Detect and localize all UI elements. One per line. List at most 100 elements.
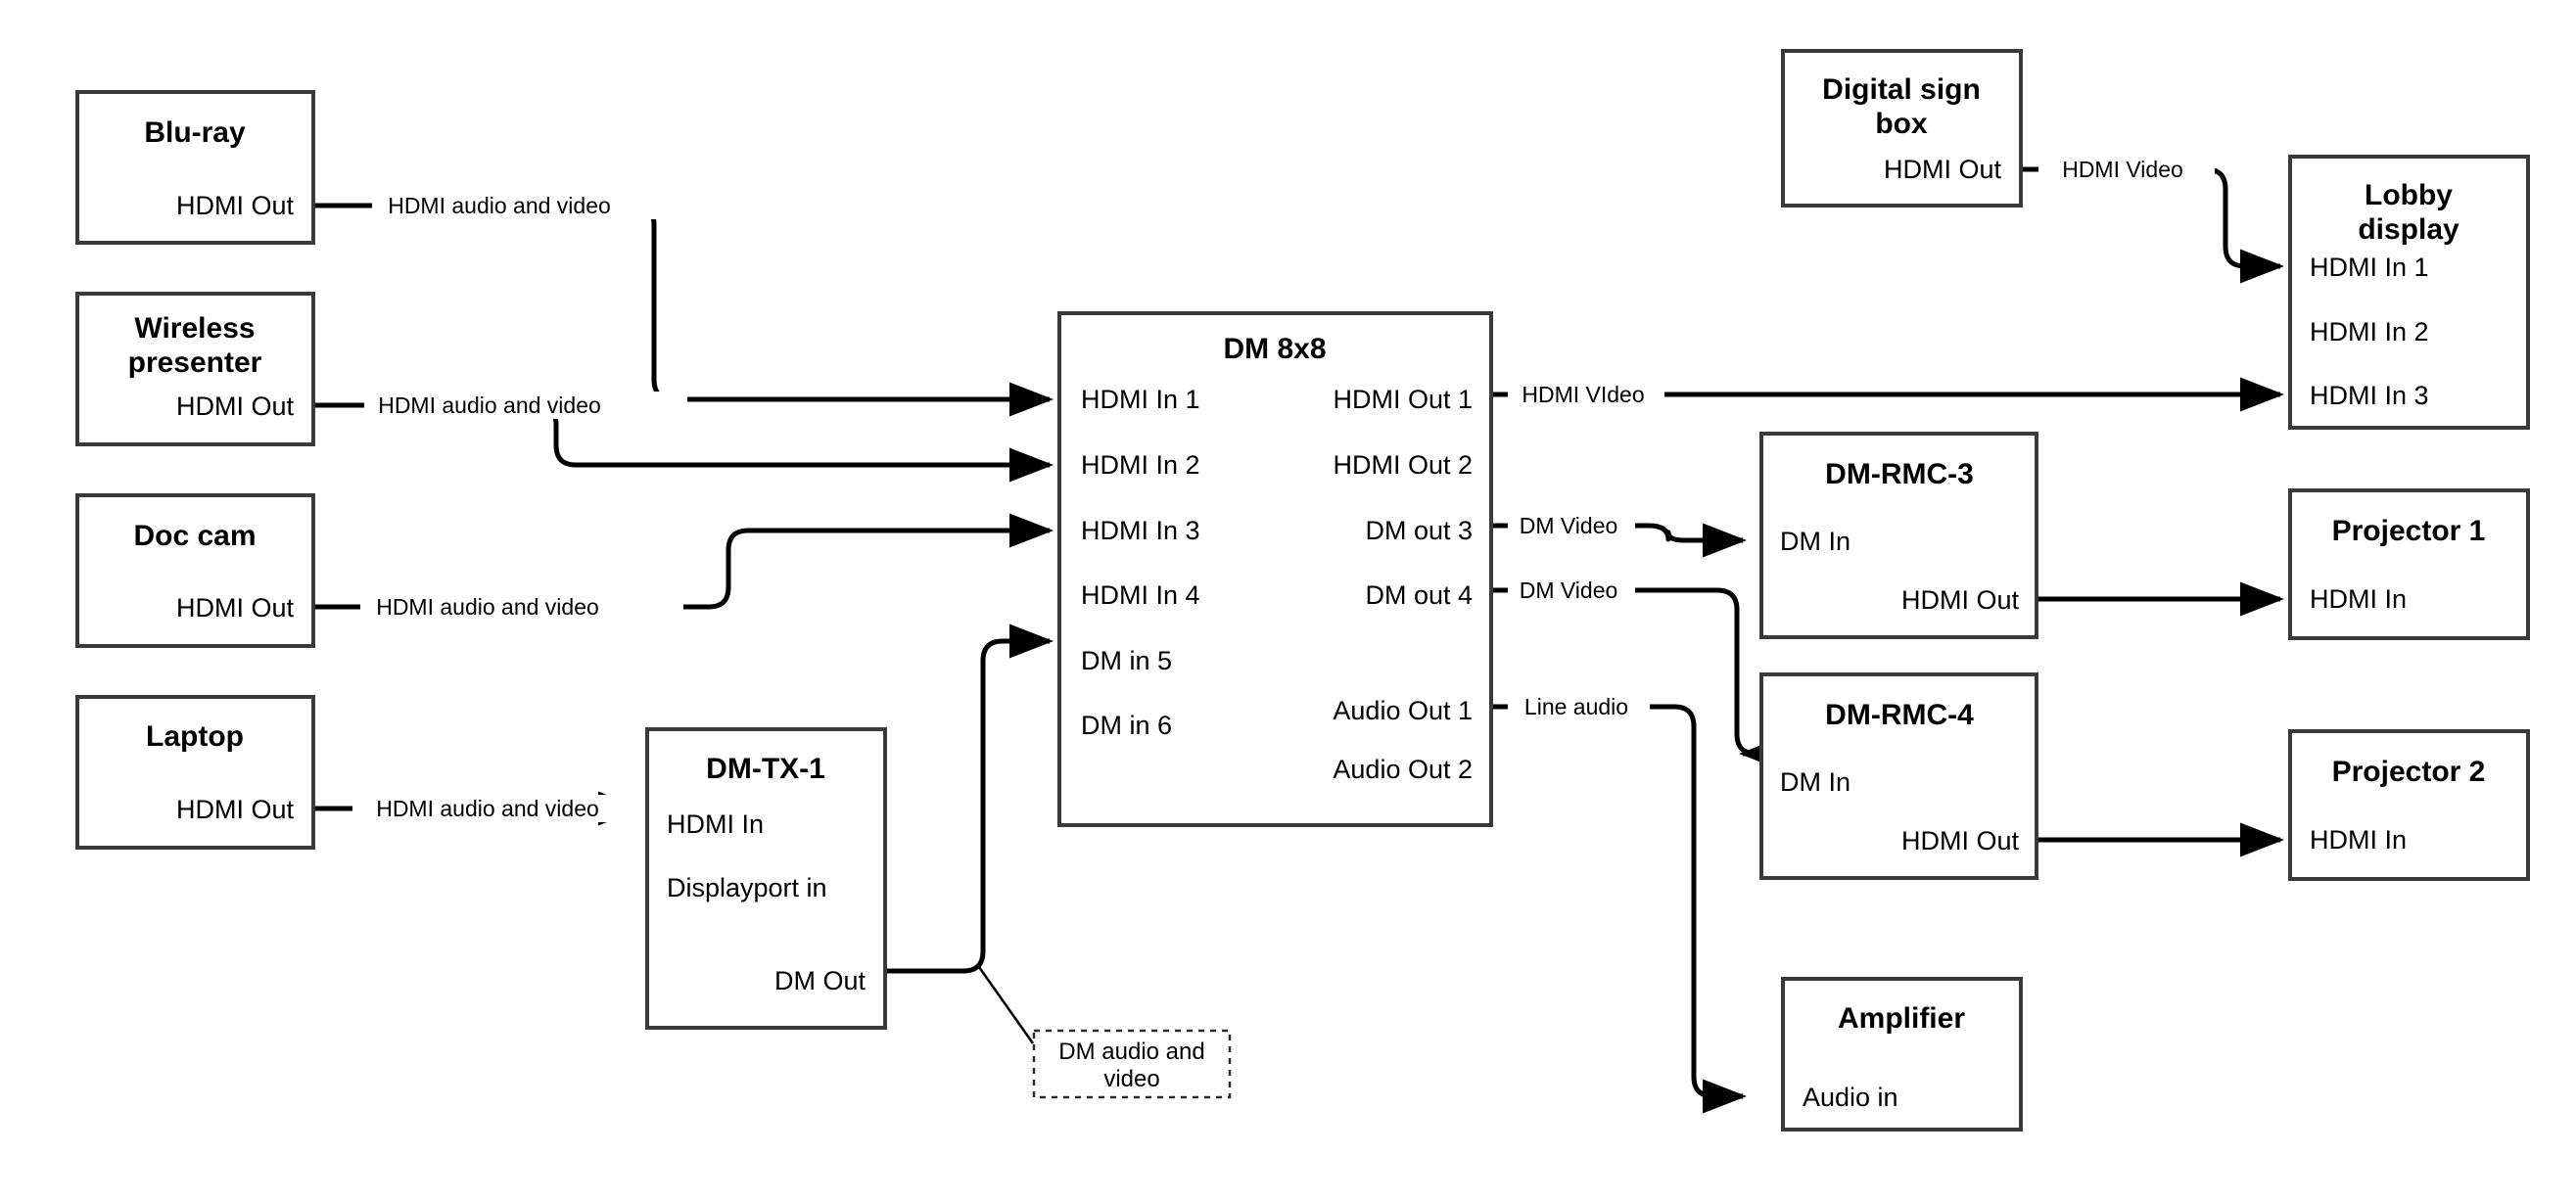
bluray-box — [75, 90, 315, 245]
dm-8x8-input-dm-in-6: DM in 6 — [1081, 711, 1172, 740]
dm-rmc-3-port-hdmi-out: HDMI Out — [1901, 585, 2020, 615]
node-bluray[interactable]: Blu-ray HDMI Out — [75, 90, 315, 245]
dm-8x8-output-audio-out-2: Audio Out 2 — [1333, 755, 1473, 784]
projector-1-port-hdmi-in: HDMI In — [2310, 584, 2407, 614]
wire-doccam-to-dm8x8 — [313, 513, 1054, 610]
label-gap-doccam — [360, 593, 683, 621]
projector-2-port-hdmi-in: HDMI In — [2310, 825, 2407, 855]
projector-1-title: Projector 1 — [2332, 515, 2486, 547]
dm-8x8-output-dm-out-4: DM out 4 — [1365, 580, 1473, 610]
edge-label-out4-to-rmc4: DM Video — [1520, 577, 1618, 603]
wireless-presenter-box — [75, 292, 315, 446]
dm-tx-1-title: DM-TX-1 — [706, 753, 825, 785]
amplifier-box — [1781, 977, 2023, 1132]
dm-8x8-output-audio-out-1: Audio Out 1 — [1333, 696, 1473, 725]
laptop-title: Laptop — [146, 720, 244, 753]
dm-rmc-3-title: DM-RMC-3 — [1825, 458, 1974, 490]
dm-rmc-4-title: DM-RMC-4 — [1825, 699, 1974, 731]
projector-1-box — [2288, 488, 2530, 640]
edge-label-wireless-to-dm: HDMI audio and video — [378, 393, 601, 418]
label-gap-signbox — [2038, 156, 2215, 183]
callout-dm-audio-and-video: DM audio and video — [1032, 1029, 1232, 1099]
wireless-presenter-port-hdmi-out: HDMI Out — [176, 392, 295, 421]
dm-8x8-output-dm-out-3: DM out 3 — [1365, 516, 1473, 545]
wire-dmtx1-to-dm8x8 — [885, 624, 1054, 974]
digital-sign-box-title-line1: Digital sign — [1822, 73, 1981, 106]
node-dm-8x8[interactable]: DM 8x8 HDMI In 1 HDMI In 2 HDMI In 3 HDM… — [1057, 311, 1493, 827]
laptop-port-hdmi-out: HDMI Out — [176, 795, 295, 824]
label-gap-laptop — [352, 795, 646, 822]
dm-8x8-title: DM 8x8 — [1223, 333, 1326, 365]
label-gap-out4 — [1508, 577, 1635, 604]
label-gap-hdmiout1 — [1508, 381, 1664, 408]
lobby-display-title-line2: display — [2358, 213, 2459, 246]
callout-box-outline — [1032, 1029, 1232, 1099]
edge-label-laptop-to-tx: HDMI audio and video — [376, 796, 599, 821]
edge-label-audioout1-to-amp: Line audio — [1524, 694, 1628, 719]
projector-2-title: Projector 2 — [2332, 756, 2486, 788]
dm-tx-1-port-hdmi-in: HDMI In — [667, 809, 764, 839]
dm-tx-1-port-dm-out: DM Out — [774, 966, 866, 995]
lobby-display-box — [2288, 155, 2530, 430]
label-gap-bluray — [372, 192, 695, 219]
doc-cam-box — [75, 493, 315, 648]
dm-tx-1-port-displayport-in: Displayport in — [667, 873, 827, 902]
dm-8x8-input-hdmi-in-3: HDMI In 3 — [1081, 516, 1200, 545]
bluray-title: Blu-ray — [144, 116, 246, 149]
dm-rmc-4-port-hdmi-out: HDMI Out — [1901, 826, 2020, 855]
digital-sign-box-title-line2: box — [1875, 108, 1928, 140]
node-laptop[interactable]: Laptop HDMI Out — [75, 695, 315, 850]
node-wireless-presenter[interactable]: Wireless presenter HDMI Out — [75, 292, 315, 446]
dm-8x8-box — [1057, 311, 1493, 827]
edge-label-signbox-to-lobby: HDMI Video — [2062, 157, 2183, 182]
bluray-port-hdmi-out: HDMI Out — [176, 191, 295, 220]
doc-cam-title: Doc cam — [133, 520, 256, 552]
lobby-display-port-hdmi-in-2: HDMI In 2 — [2310, 317, 2429, 346]
label-gap-audioout1 — [1508, 693, 1650, 720]
dm-8x8-output-hdmi-out-2: HDMI Out 2 — [1333, 450, 1473, 480]
dm-rmc-3-port-dm-in: DM In — [1780, 527, 1850, 556]
dm-tx-1-box — [645, 727, 887, 1030]
edge-label-doccam-to-dm: HDMI audio and video — [376, 594, 599, 620]
doc-cam-port-hdmi-out: HDMI Out — [176, 593, 295, 623]
digital-sign-box-port-hdmi-out: HDMI Out — [1884, 155, 2002, 184]
lobby-display-title-line1: Lobby — [2365, 179, 2453, 211]
dm-8x8-input-hdmi-in-1: HDMI In 1 — [1081, 385, 1200, 414]
callout-line2: video — [1103, 1066, 1159, 1092]
node-projector-2[interactable]: Projector 2 HDMI In — [2288, 729, 2530, 881]
dm-8x8-output-hdmi-out-1: HDMI Out 1 — [1333, 385, 1473, 414]
edge-label-hdmiout1-to-lobby: HDMI VIdeo — [1522, 382, 1644, 407]
wire-dm8x8-audioout1-to-amplifier — [1491, 704, 1748, 1114]
dm-8x8-input-hdmi-in-4: HDMI In 4 — [1081, 580, 1200, 610]
projector-2-box — [2288, 729, 2530, 881]
node-dm-rmc-3[interactable]: DM-RMC-3 DM In HDMI Out — [1759, 432, 2038, 639]
amplifier-title: Amplifier — [1838, 1002, 1965, 1035]
digital-sign-box-box — [1781, 49, 2023, 208]
node-dm-rmc-4[interactable]: DM-RMC-4 DM In HDMI Out — [1759, 672, 2038, 880]
node-projector-1[interactable]: Projector 1 HDMI In — [2288, 488, 2530, 640]
node-doc-cam[interactable]: Doc cam HDMI Out — [75, 493, 315, 648]
node-lobby-display[interactable]: Lobby display HDMI In 1 HDMI In 2 HDMI I… — [2288, 155, 2530, 430]
wire-dm8x8-out4-to-rmc4 — [1491, 587, 1783, 771]
wire-dm8x8-out3-to-rmc3 — [1491, 523, 1748, 558]
label-gap-out3 — [1508, 512, 1635, 539]
label-gap-wireless — [364, 392, 687, 419]
node-dm-tx-1[interactable]: DM-TX-1 HDMI In Displayport in DM Out — [645, 727, 887, 1030]
callout-leader-dm-audio-video — [977, 966, 1035, 1044]
lobby-display-port-hdmi-in-3: HDMI In 3 — [2310, 381, 2429, 410]
lobby-display-port-hdmi-in-1: HDMI In 1 — [2310, 253, 2429, 282]
node-digital-sign-box[interactable]: Digital sign box HDMI Out — [1781, 49, 2023, 208]
laptop-box — [75, 695, 315, 850]
wireless-presenter-title-line2: presenter — [128, 346, 262, 379]
edge-label-bluray-to-dm: HDMI audio and video — [388, 193, 611, 218]
dm-8x8-input-dm-in-5: DM in 5 — [1081, 646, 1172, 675]
node-amplifier[interactable]: Amplifier Audio in — [1781, 977, 2023, 1132]
wireless-presenter-title-line1: Wireless — [134, 312, 255, 345]
amplifier-port-audio-in: Audio in — [1803, 1083, 1898, 1112]
callout-line1: DM audio and — [1058, 1039, 1204, 1065]
dm-rmc-4-port-dm-in: DM In — [1780, 767, 1850, 797]
dm-rmc-4-box — [1759, 672, 2038, 880]
dm-8x8-input-hdmi-in-2: HDMI In 2 — [1081, 450, 1200, 480]
dm-rmc-3-box — [1759, 432, 2038, 639]
